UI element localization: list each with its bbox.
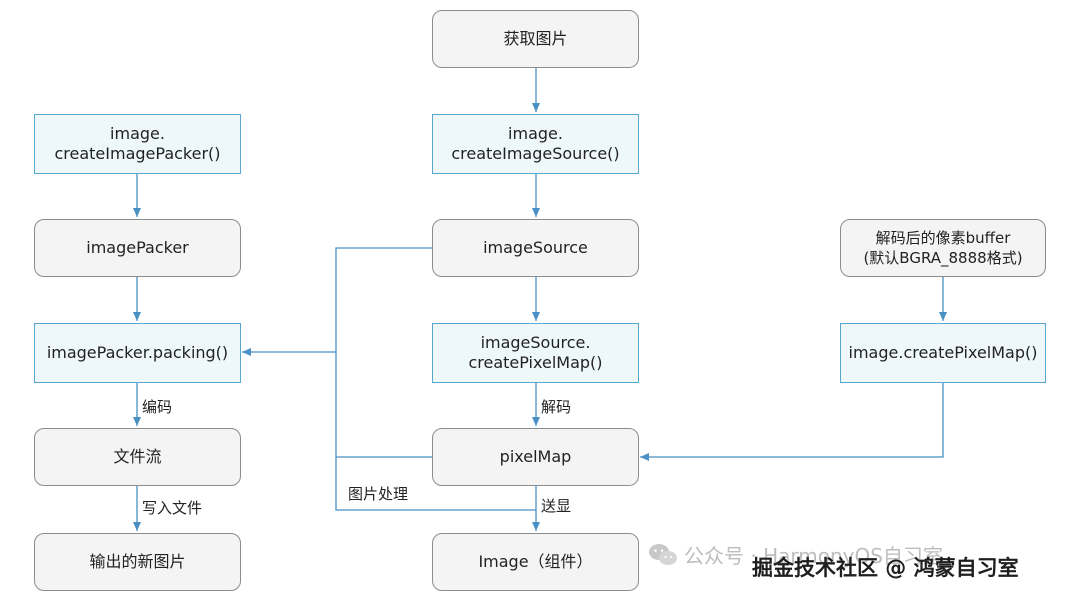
node-label-line2: createPixelMap()	[468, 353, 603, 372]
node-label-line1: image.	[508, 124, 563, 143]
edge-label-write-file: 写入文件	[142, 499, 203, 517]
edge-label-display: 送显	[541, 497, 572, 515]
node-label: pixelMap	[499, 447, 572, 466]
node-packing: imagePacker.packing()	[34, 323, 241, 383]
node-label: 文件流	[113, 447, 162, 466]
node-label-line2: createImagePacker()	[54, 144, 221, 163]
node-create-pixelmap: image.createPixelMap()	[840, 323, 1046, 383]
edge-label-decode: 解码	[541, 398, 572, 416]
node-label-line1: image.	[110, 124, 165, 143]
node-label-line1: 解码后的像素buffer	[875, 229, 1011, 247]
wechat-watermark: 公众号 · HarmonyOS自习室	[648, 540, 943, 569]
node-image-packer: imagePacker	[34, 219, 241, 277]
node-create-image-source: image. createImageSource()	[432, 114, 639, 174]
wechat-watermark-text: 公众号 · HarmonyOS自习室	[684, 544, 943, 568]
node-image-component: Image（组件）	[432, 533, 639, 591]
node-create-pixelmap-source: imageSource. createPixelMap()	[432, 323, 639, 383]
node-label-line2: createImageSource()	[451, 144, 620, 163]
site-watermark: 掘金技术社区 @ 鸿蒙自习室	[752, 556, 1019, 580]
node-label: 获取图片	[503, 29, 568, 48]
node-label: imageSource	[483, 238, 588, 257]
node-pixelmap: pixelMap	[432, 428, 639, 486]
wechat-icon	[649, 543, 677, 565]
node-create-image-packer: image. createImagePacker()	[34, 114, 241, 174]
edge-label-image-processing: 图片处理	[348, 485, 409, 503]
node-label: Image（组件）	[478, 552, 593, 571]
connector-source-to-processing	[335, 247, 536, 511]
node-label-line2: (默认BGRA_8888格式)	[863, 249, 1023, 267]
node-label: image.createPixelMap()	[848, 343, 1038, 362]
arrow-create-pixelmap-to-pixelmap	[640, 383, 944, 461]
node-get-image: 获取图片	[432, 10, 639, 68]
node-label: 输出的新图片	[89, 552, 186, 571]
edge-label-encode: 编码	[142, 398, 173, 416]
node-file-stream: 文件流	[34, 428, 241, 486]
node-label-line1: imageSource.	[480, 333, 591, 352]
node-image-source: imageSource	[432, 219, 639, 277]
node-new-image: 输出的新图片	[34, 533, 241, 591]
node-decoded-buffer: 解码后的像素buffer (默认BGRA_8888格式)	[840, 219, 1046, 277]
node-label: imagePacker	[86, 238, 189, 257]
node-label: imagePacker.packing()	[46, 343, 229, 362]
